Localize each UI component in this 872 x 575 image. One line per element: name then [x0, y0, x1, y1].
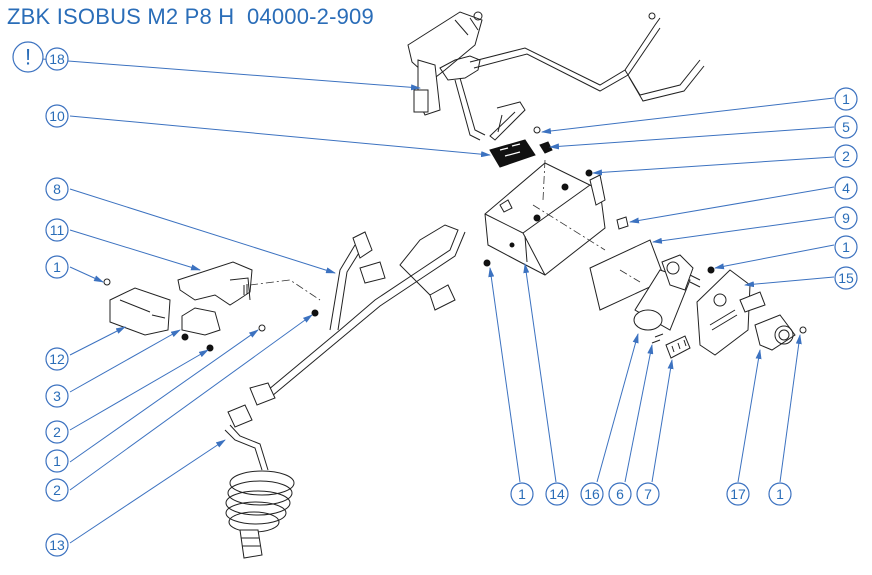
part-11-mounting-bracket[interactable]	[177, 261, 321, 306]
callout-2[interactable]: 2	[45, 478, 69, 502]
callout-5[interactable]: 5	[834, 115, 858, 139]
callout-8[interactable]: 8	[45, 177, 69, 201]
callout-14[interactable]: 14	[545, 482, 569, 506]
warning-symbol: !	[25, 45, 31, 70]
callout-13[interactable]: 13	[45, 533, 69, 557]
callout-label: 2	[53, 482, 61, 498]
diagram-title: ZBK ISOBUS M2 P8 H 04000-2-909	[7, 4, 374, 29]
callout-label: 1	[842, 239, 850, 255]
callout-label: 1	[53, 453, 61, 469]
part-7-terminal-block[interactable]	[665, 335, 691, 359]
part-13-coiled-cable[interactable]	[224, 404, 295, 559]
callout-label: 11	[50, 222, 65, 238]
part-3-connector-module[interactable]	[181, 307, 221, 352]
part-6-screws[interactable]	[651, 333, 664, 344]
callout-1[interactable]: 1	[834, 235, 858, 259]
part-15-mounting-plate[interactable]	[696, 266, 766, 356]
callout-label: 10	[49, 108, 65, 124]
callout-11[interactable]: 11	[45, 218, 69, 242]
callout-10[interactable]: 10	[45, 104, 69, 128]
callout-label: 17	[730, 486, 746, 502]
callout-2[interactable]: 2	[45, 420, 69, 444]
callout-label: 2	[842, 148, 850, 164]
part-2-nut-box[interactable]	[585, 169, 593, 177]
callout-15[interactable]: 15	[834, 266, 858, 290]
callout-label: 12	[49, 351, 65, 367]
callout-1[interactable]: 1	[45, 255, 69, 279]
callout-1[interactable]: 1	[768, 482, 792, 506]
part-10-label-decal[interactable]	[489, 139, 536, 168]
part-18-control-unit[interactable]	[407, 11, 705, 141]
part-1-screw-left[interactable]	[258, 324, 266, 332]
callout-label: 13	[49, 537, 65, 553]
callout-9[interactable]: 9	[834, 206, 858, 230]
callout-3[interactable]: 3	[45, 384, 69, 408]
part-5-clip[interactable]	[539, 141, 553, 154]
part-12-cover[interactable]	[103, 278, 171, 336]
callout-label: 7	[644, 486, 652, 502]
callout-1[interactable]: 1	[834, 87, 858, 111]
callout-4[interactable]: 4	[834, 176, 858, 200]
callout-2[interactable]: 2	[834, 144, 858, 168]
part-16-motor[interactable]	[633, 254, 701, 331]
part-1-screw-box-left[interactable]	[483, 259, 491, 267]
callout-7[interactable]: 7	[636, 482, 660, 506]
part-17-buzzer[interactable]	[754, 314, 807, 351]
callout-label: 1	[518, 486, 526, 502]
callout-6[interactable]: 6	[608, 482, 632, 506]
part-8-cable-harness[interactable]	[249, 224, 466, 406]
warning-callout[interactable]: !	[12, 41, 44, 73]
callout-label: 1	[776, 486, 784, 502]
callout-16[interactable]: 16	[580, 482, 604, 506]
callout-label: 5	[842, 119, 850, 135]
callout-label: 4	[842, 180, 850, 196]
callout-label: 6	[616, 486, 624, 502]
callout-label: 16	[584, 486, 600, 502]
part-4-clamp[interactable]	[589, 174, 629, 230]
leader-lines	[41, 58, 835, 544]
callout-17[interactable]: 17	[726, 482, 750, 506]
callout-label: 2	[53, 424, 61, 440]
callout-label: 8	[53, 181, 61, 197]
callout-label: 15	[838, 270, 854, 286]
callout-label: 9	[842, 210, 850, 226]
callout-label: 3	[53, 388, 61, 404]
callout-1[interactable]: 1	[510, 482, 534, 506]
callout-label: 1	[842, 91, 850, 107]
part-2-nut-left[interactable]	[311, 309, 319, 317]
callout-label: 14	[549, 486, 565, 502]
callout-label: 18	[49, 51, 65, 67]
callout-label: 1	[53, 259, 61, 275]
part-1-screw-top[interactable]	[533, 126, 541, 134]
callout-12[interactable]: 12	[45, 347, 69, 371]
callout-18[interactable]: 18	[45, 47, 69, 71]
callout-1[interactable]: 1	[45, 449, 69, 473]
part-14-housing-box[interactable]	[484, 159, 606, 276]
